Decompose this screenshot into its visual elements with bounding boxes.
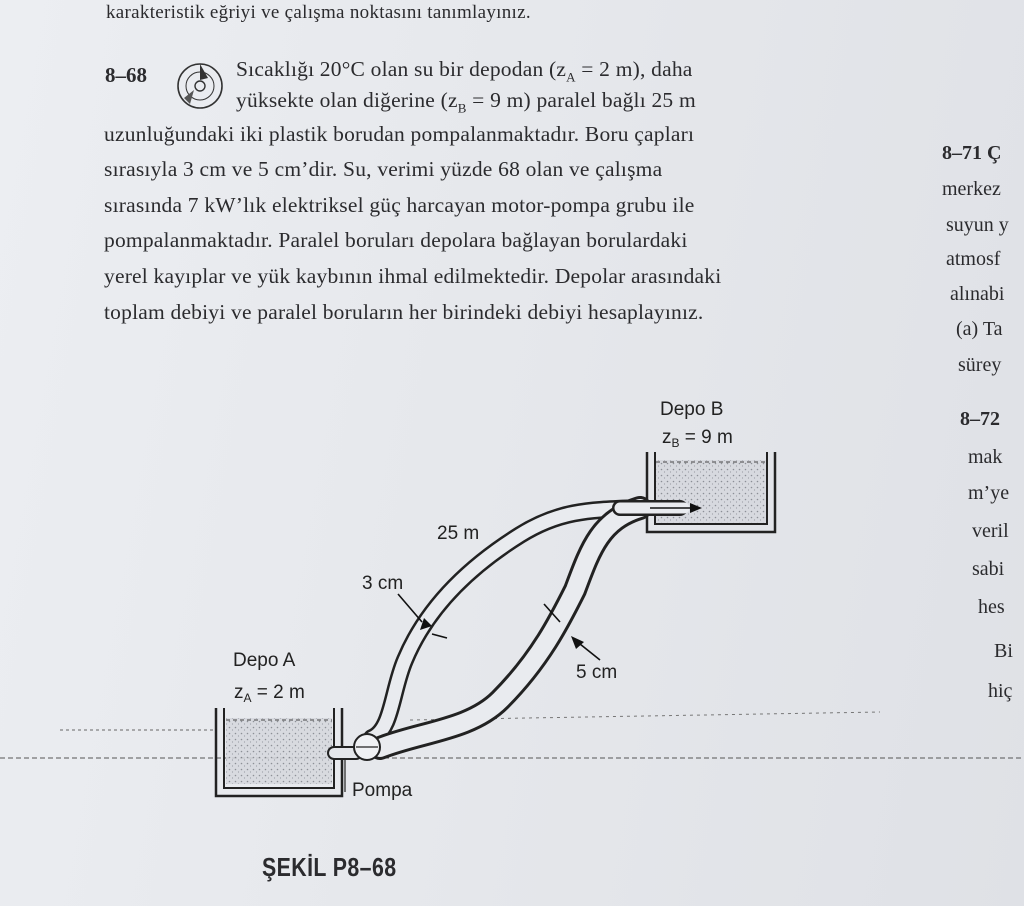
pump-label: Pompa bbox=[352, 780, 413, 801]
figure-caption: ŞEKİL P8–68 bbox=[262, 852, 397, 882]
right-col-4: alınabi bbox=[950, 283, 1005, 305]
pipes bbox=[327, 496, 690, 760]
flow-arrow bbox=[650, 503, 702, 513]
tank-a-elevation: zA = 2 m bbox=[234, 682, 305, 705]
problem-line-8: toplam debiyi ve paralel boruların her b… bbox=[104, 300, 704, 324]
problem-line-1: Sıcaklığı 20°C olan su bir depodan (zA =… bbox=[236, 57, 693, 85]
right-col-10: veril bbox=[972, 520, 1009, 542]
pipe-system-figure: Depo B zB = 9 m Depo A zA = 2 m 25 m 3 c… bbox=[0, 399, 1024, 801]
tank-b bbox=[645, 452, 777, 534]
right-col-1: merkez bbox=[942, 178, 1001, 200]
right-col-8: mak bbox=[968, 446, 1003, 468]
problem-line-7: yerel kayıplar ve yük kaybının ihmal edi… bbox=[104, 264, 722, 288]
dimension-markers bbox=[397, 593, 601, 661]
tank-b-elevation: zB = 9 m bbox=[662, 427, 733, 450]
tank-b-title: Depo B bbox=[660, 399, 723, 420]
small-pipe-diameter-label: 3 cm bbox=[362, 573, 403, 594]
right-col-13: Bi bbox=[994, 640, 1013, 662]
right-col-14: hiç bbox=[988, 680, 1013, 702]
problem-line-4: sırasıyla 3 cm ve 5 cm’dir. Su, verimi y… bbox=[104, 157, 663, 181]
large-pipe-diameter-label: 5 cm bbox=[576, 662, 617, 683]
right-col-7: 8–72 bbox=[960, 408, 1000, 430]
right-col-12: hes bbox=[978, 596, 1005, 618]
tank-a bbox=[214, 708, 344, 798]
pump bbox=[344, 733, 381, 792]
right-col-2: suyun y bbox=[946, 214, 1009, 236]
problem-number: 8–68 bbox=[105, 63, 147, 87]
cd-disc-icon bbox=[177, 63, 223, 109]
problem-line-5: sırasında 7 kW’lık elektriksel güç harca… bbox=[104, 193, 695, 217]
problem-line-3: uzunluğundaki iki plastik borudan pompal… bbox=[104, 122, 695, 146]
right-col-3: atmosf bbox=[946, 248, 1001, 270]
tank-a-title: Depo A bbox=[233, 650, 296, 671]
right-col-5: (a) Ta bbox=[956, 318, 1003, 340]
right-col-9: m’ye bbox=[968, 482, 1010, 504]
right-col-11: sabi bbox=[972, 558, 1005, 580]
header-line: karakteristik eğriyi ve çalışma noktasın… bbox=[106, 2, 531, 23]
pipe-length-label: 25 m bbox=[437, 523, 479, 544]
right-col-6: sürey bbox=[958, 354, 1002, 376]
problem-line-6: pompalanmaktadır. Paralel boruları depol… bbox=[104, 228, 688, 252]
problem-line-2: yüksekte olan diğerine (zB = 9 m) parale… bbox=[236, 88, 696, 116]
right-col-0: 8–71 Ç bbox=[942, 142, 1002, 164]
